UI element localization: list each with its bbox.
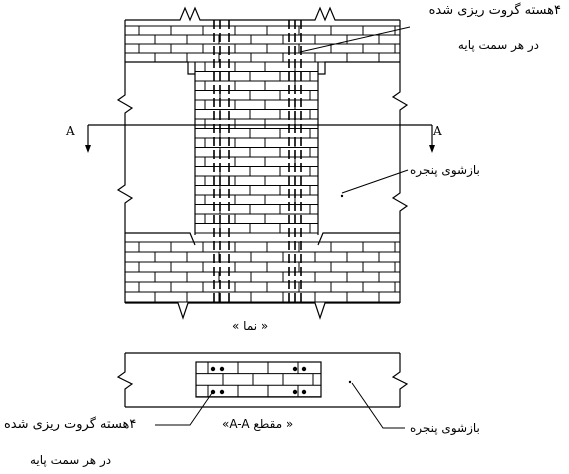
leader-lines xyxy=(155,26,411,429)
section-grout-dots xyxy=(210,366,307,395)
opening-right-break-line xyxy=(391,62,409,233)
grout-label-bottom-line2: در هر سمت پایه xyxy=(30,453,112,467)
grout-label-top-line2: در هر سمت پایه xyxy=(457,38,539,52)
section-pier xyxy=(195,361,322,398)
leader-window-bottom xyxy=(351,382,405,429)
opening-left-break-line xyxy=(116,62,134,233)
grout-cores-elevation xyxy=(213,20,302,303)
lower-wall-brick-courses xyxy=(125,241,400,303)
section-arrows xyxy=(85,145,435,153)
leader-grout-bottom xyxy=(155,392,213,426)
upper-wall-brick-courses xyxy=(125,25,400,63)
opening-dots xyxy=(340,194,352,384)
window-opening-label-top: بازشوی پنجره xyxy=(410,163,480,177)
grout-label-top-line1: ۴هسته گروت ریزی شده xyxy=(428,3,561,18)
window-opening-label-bottom: بازشوی پنجره xyxy=(410,421,480,435)
leader-window-top xyxy=(341,169,409,194)
leader-grout-top xyxy=(299,26,411,53)
section-right-break xyxy=(391,353,409,407)
section-outline xyxy=(116,352,409,408)
arrow-left xyxy=(85,145,91,153)
arrow-right xyxy=(429,145,435,153)
bottom-break-line xyxy=(125,302,400,320)
section-marker-left: A xyxy=(66,124,75,138)
sill-right xyxy=(317,232,400,246)
section-left-break xyxy=(116,353,134,407)
grout-label-bottom-line1: ۴هسته گروت ریزی شده xyxy=(4,417,137,432)
top-left-break-line xyxy=(125,6,400,22)
elevation-outline xyxy=(87,6,433,320)
lintel-left xyxy=(125,61,195,75)
elevation-caption: « نما » xyxy=(232,319,269,333)
section-marker-right: A xyxy=(433,124,442,138)
sill-left xyxy=(125,232,196,246)
section-caption: « مقطع A-A» xyxy=(222,417,294,431)
lintel-right xyxy=(318,61,400,75)
